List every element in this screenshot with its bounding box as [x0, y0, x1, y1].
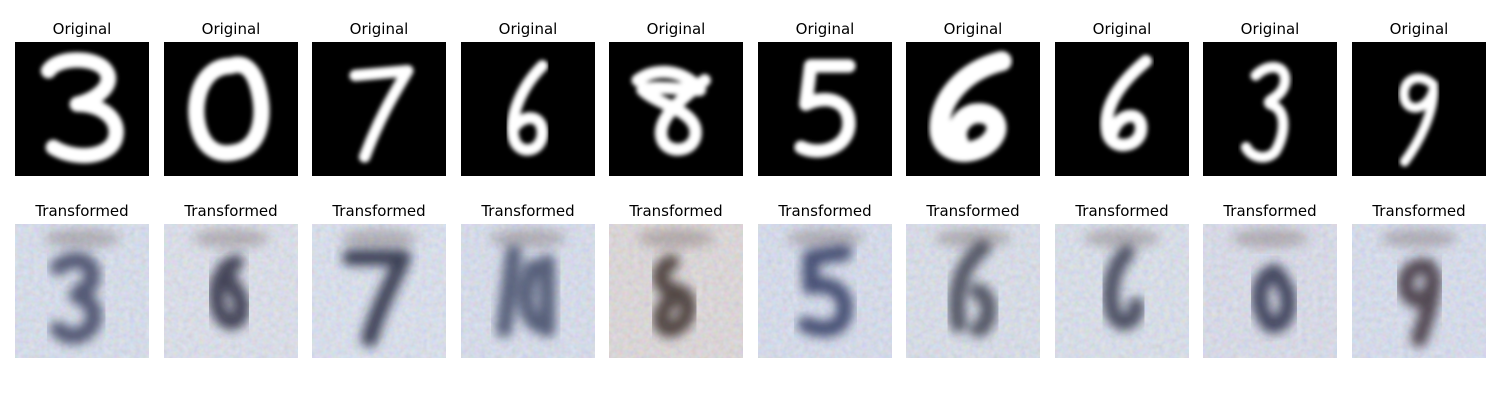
transformed-glyph: [1055, 224, 1189, 358]
transformed-title: Transformed: [332, 202, 426, 220]
transformed-glyph: [1352, 224, 1486, 358]
original-title: Original: [646, 20, 706, 38]
original-digit-image: [1203, 42, 1337, 176]
original-digit-image: [1055, 42, 1189, 176]
original-digit-image: [461, 42, 595, 176]
digit-stroke: [40, 52, 124, 164]
transformed-stroke: [652, 254, 697, 338]
original-digit-image: [312, 42, 446, 176]
transformed-glyph: [906, 224, 1040, 358]
transformed-title: Transformed: [1372, 202, 1466, 220]
digit-glyph: [1055, 42, 1189, 176]
original-digit-image: [609, 42, 743, 176]
original-digit-image: [1352, 42, 1486, 176]
original-title: Original: [52, 20, 112, 38]
digit-stroke: [188, 56, 270, 162]
digit-stroke: [929, 51, 1012, 162]
transformed-digit-image: [1203, 224, 1337, 358]
digit-stroke: [349, 64, 414, 163]
original-title: Original: [1389, 20, 1449, 38]
digit-glyph: [15, 42, 149, 176]
transformed-digit-image: [758, 224, 892, 358]
digit-stroke: [1240, 61, 1291, 163]
digit-stroke: [1100, 54, 1153, 152]
transformed-title: Transformed: [926, 202, 1020, 220]
transformed-title: Transformed: [1075, 202, 1169, 220]
transformed-stroke: [1397, 258, 1442, 347]
transformed-digit-image: [164, 224, 298, 358]
transformed-digit-image: [1055, 224, 1189, 358]
original-digit-image: [164, 42, 298, 176]
original-title: Original: [349, 20, 409, 38]
transformed-stroke: [208, 254, 250, 330]
transformed-title: Transformed: [778, 202, 872, 220]
transformed-stroke: [1251, 263, 1297, 334]
transformed-glyph: [164, 224, 298, 358]
transformed-stroke: [495, 244, 556, 338]
original-digit-image: [906, 42, 1040, 176]
digit-stroke: [794, 59, 856, 158]
digit-glyph: [461, 42, 595, 176]
digit-glyph: [758, 42, 892, 176]
original-digit-image: [758, 42, 892, 176]
transformed-glyph: [461, 224, 595, 358]
transformed-stroke: [948, 239, 997, 338]
transformed-glyph: [609, 224, 743, 358]
transformed-title: Transformed: [481, 202, 575, 220]
digit-glyph: [312, 42, 446, 176]
transformed-title: Transformed: [629, 202, 723, 220]
transformed-digit-image: [15, 224, 149, 358]
digit-glyph: [1203, 42, 1337, 176]
transformed-stroke: [1102, 244, 1145, 331]
original-title: Original: [201, 20, 261, 38]
transformed-title: Transformed: [1223, 202, 1317, 220]
digit-glyph: [609, 42, 743, 176]
transformed-digit-image: [312, 224, 446, 358]
transformed-digit-image: [461, 224, 595, 358]
transformed-glyph: [312, 224, 446, 358]
transformed-stroke: [49, 252, 103, 345]
transformed-digit-image: [1352, 224, 1486, 358]
transformed-digit-image: [609, 224, 743, 358]
digit-stroke: [1399, 73, 1439, 167]
transformed-stroke: [342, 249, 412, 347]
transformed-title: Transformed: [184, 202, 278, 220]
transformed-title: Transformed: [35, 202, 129, 220]
digit-glyph: [164, 42, 298, 176]
transformed-glyph: [15, 224, 149, 358]
digit-glyph: [1352, 42, 1486, 176]
transformed-digit-image: [906, 224, 1040, 358]
original-title: Original: [1240, 20, 1300, 38]
original-title: Original: [498, 20, 558, 38]
transformed-glyph: [1203, 224, 1337, 358]
transformed-stroke: [797, 244, 853, 337]
digit-stroke: [507, 60, 549, 156]
digit-stroke: [631, 65, 711, 156]
transformed-glyph: [758, 224, 892, 358]
digit-glyph: [906, 42, 1040, 176]
original-title: Original: [943, 20, 1003, 38]
original-digit-image: [15, 42, 149, 176]
original-title: Original: [1092, 20, 1152, 38]
original-title: Original: [795, 20, 855, 38]
